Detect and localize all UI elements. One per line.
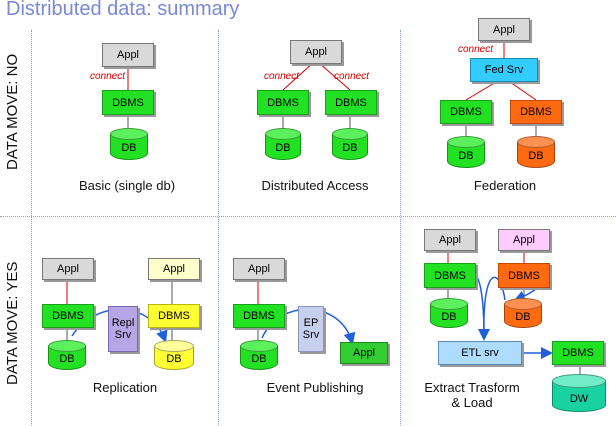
- event-target-appl-box: Appl: [340, 342, 388, 364]
- federation-db-label-orange: DB: [528, 150, 544, 162]
- distributed-appl-box: Appl: [290, 40, 342, 64]
- etl-db-label-orange: DB: [515, 311, 531, 323]
- column-divider-left: [31, 30, 32, 426]
- federation-db-cylinder-orange: DB: [517, 136, 555, 168]
- row-divider: [0, 216, 616, 217]
- basic-dbms-box: DBMS: [102, 90, 154, 115]
- replication-db-cylinder-green: DB: [48, 340, 86, 370]
- etl-dbms-box-orange: DBMS: [498, 263, 550, 288]
- federation-appl-box: Appl: [478, 18, 530, 41]
- caption-event-publishing: Event Publishing: [266, 380, 364, 395]
- page-title: Distributed data: summary: [6, 0, 240, 20]
- replication-dbms-box-yellow: DBMS: [148, 304, 200, 328]
- etl-dw-dbms-box: DBMS: [552, 341, 604, 365]
- etl-db-cylinder-orange: DB: [504, 298, 542, 328]
- event-appl-box: Appl: [233, 258, 285, 280]
- basic-appl-box: Appl: [102, 43, 154, 67]
- repl-srv-box: Repl Srv: [108, 306, 138, 352]
- distributed-db-cylinder-left: DB: [265, 128, 301, 160]
- basic-db-cylinder: DB: [110, 128, 148, 160]
- federation-db-cylinder-green: DB: [447, 136, 485, 168]
- federation-dbms-box-green: DBMS: [440, 100, 492, 124]
- caption-distributed: Distributed Access: [261, 178, 369, 193]
- etl-appl-box-right: Appl: [498, 229, 550, 251]
- caption-federation: Federation: [473, 178, 537, 193]
- etl-db-label-green: DB: [441, 311, 457, 323]
- distributed-db-label-right: DB: [342, 142, 358, 154]
- event-db-cylinder: DB: [240, 340, 278, 370]
- event-db-label: DB: [251, 353, 267, 365]
- fed-srv-box: Fed Srv: [470, 58, 538, 82]
- etl-srv-box: ETL srv: [438, 341, 522, 365]
- distributed-db-label-left: DB: [275, 142, 291, 154]
- distributed-dbms-box-right: DBMS: [325, 90, 377, 115]
- caption-basic: Basic (single db): [78, 178, 176, 193]
- federation-db-label-green: DB: [458, 150, 474, 162]
- caption-etl: Extract Trasform & Load: [424, 380, 520, 410]
- etl-appl-box-left: Appl: [424, 229, 476, 251]
- distributed-connect-label-right: connect: [334, 71, 370, 82]
- column-divider-2: [400, 30, 401, 426]
- distributed-dbms-box-left: DBMS: [257, 90, 309, 115]
- distributed-connect-label-left: connect: [264, 71, 300, 82]
- etl-dbms-box-green: DBMS: [424, 263, 476, 288]
- replication-db-label-yellow: DB: [166, 353, 182, 365]
- replication-appl-box-right: Appl: [148, 258, 200, 280]
- replication-appl-box-left: Appl: [42, 258, 94, 280]
- federation-connect-label: connect: [458, 44, 494, 55]
- caption-replication: Replication: [92, 380, 158, 395]
- etl-db-cylinder-green: DB: [430, 298, 468, 328]
- basic-db-label: DB: [121, 142, 137, 154]
- distributed-db-cylinder-right: DB: [332, 128, 368, 160]
- event-dbms-box: DBMS: [233, 304, 285, 328]
- replication-db-cylinder-yellow: DB: [154, 340, 194, 370]
- dw-label: DW: [569, 393, 589, 405]
- replication-dbms-box-green: DBMS: [42, 304, 94, 328]
- basic-connect-label: connect: [90, 71, 126, 82]
- ep-srv-box: EP Srv: [298, 306, 324, 352]
- federation-dbms-box-orange: DBMS: [510, 100, 562, 124]
- dw-cylinder: DW: [552, 374, 606, 412]
- column-divider-1: [218, 30, 219, 426]
- replication-db-label-green: DB: [59, 353, 75, 365]
